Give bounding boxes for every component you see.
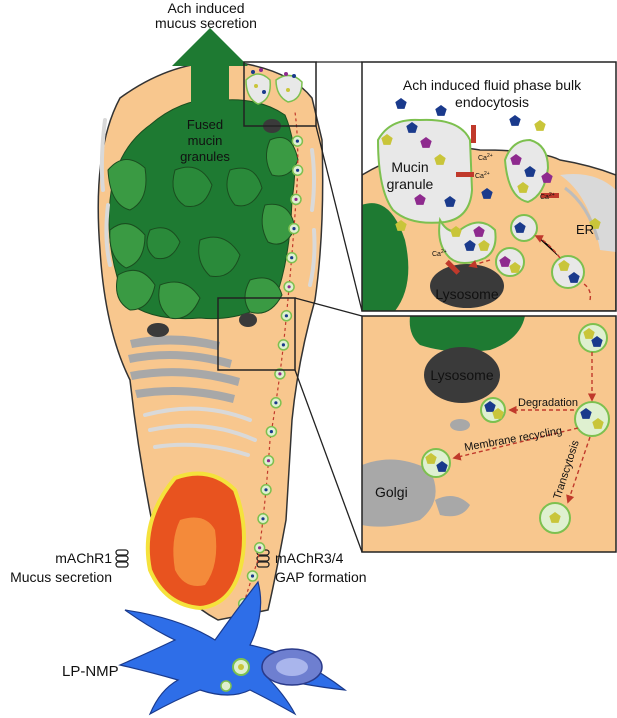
ca-label-2: Ca2+	[475, 171, 490, 180]
secretion-arrow	[172, 28, 248, 110]
trail-vesicle-cargo	[294, 197, 298, 201]
trail-vesicle-cargo	[269, 430, 273, 434]
lysosome-small-1	[147, 323, 169, 337]
gap-formation-label: GAP formation	[275, 569, 367, 585]
trail-vesicle-cargo	[261, 517, 265, 521]
ca-label-1: Ca2+	[478, 153, 493, 162]
er-label: ER	[576, 222, 594, 237]
vesicle-trail	[237, 135, 304, 610]
lp-vesicle-2	[220, 680, 232, 692]
zoom-box-top	[243, 61, 317, 127]
lp-vesicle-cargo-1	[238, 664, 244, 670]
apical-granules	[245, 68, 303, 105]
trail-vesicle-cargo	[258, 546, 262, 550]
er-strands-left	[99, 118, 317, 287]
ca-label-3: Ca2+	[540, 192, 555, 201]
trail-vesicle-cargo	[278, 372, 282, 376]
zoom-line-2	[315, 125, 363, 312]
trail-vesicle-cargo	[284, 314, 288, 318]
top-title-line2: mucus secretion	[155, 15, 257, 31]
lysosome-bottom	[424, 347, 500, 403]
fused-mucin-granules	[107, 98, 299, 320]
golgi-label: Golgi	[375, 484, 408, 500]
lp-nmp-nucleolus	[276, 658, 308, 676]
golgi-stack	[128, 335, 240, 403]
machr1-receptor-icon	[115, 549, 129, 568]
panel-title-line2: endocytosis	[455, 94, 529, 110]
lysosome-label-top: Lysosome	[435, 286, 499, 302]
inset-bottom-panel: Lysosome Golgi Degradation Membrane recy…	[362, 316, 616, 552]
nucleolus	[173, 517, 217, 586]
ca-label-4: Ca2+	[432, 249, 447, 258]
mucin-label-1: Mucin	[391, 159, 428, 175]
lysosome-top	[430, 264, 504, 308]
zoom-line-4	[294, 369, 363, 553]
zoom-box-mid	[217, 297, 296, 371]
lysosome-label-bottom: Lysosome	[430, 367, 494, 383]
trail-vesicle-cargo	[250, 574, 255, 578]
fused-label-2: mucin	[188, 133, 223, 148]
fused-label-3: granules	[180, 149, 230, 164]
mucus-secretion-label: Mucus secretion	[10, 569, 112, 585]
mucin-label-2: granule	[387, 176, 434, 192]
fused-label-1: Fused	[187, 117, 223, 132]
trail-vesicle-cargo	[281, 343, 285, 347]
top-title-line1: Ach induced	[167, 0, 244, 16]
trail-vesicle-cargo	[287, 285, 291, 289]
trail-vesicle-cargo	[296, 168, 300, 172]
lysosome-small-2	[239, 313, 257, 327]
er-strands-mid	[143, 406, 257, 457]
panel-title-line1: Ach induced fluid phase bulk	[403, 77, 582, 93]
lp-nmp-label: LP-NMP	[62, 663, 119, 680]
inset-bottom-border	[361, 315, 617, 553]
machr34-label: mAChR3/4	[275, 550, 344, 566]
trail-vesicle-cargo	[295, 139, 299, 143]
mucin-granule-vesicle	[376, 118, 474, 224]
lp-nmp-cell	[118, 580, 348, 716]
trail-vesicle-cargo	[266, 459, 271, 463]
trail-vesicle-cargo	[290, 256, 294, 260]
zoom-line-3	[294, 297, 363, 317]
machr1-label: mAChR1	[55, 550, 112, 566]
trail-vesicle-cargo	[292, 227, 296, 231]
trail-vesicle-cargo	[274, 401, 278, 405]
inset-top-border	[361, 61, 617, 312]
degradation-label: Degradation	[518, 397, 578, 409]
trail-vesicle-cargo	[264, 488, 268, 492]
inset-top-panel: Mucin granule Lysosome Ca2+ Ca2+ Ca2+	[362, 62, 616, 311]
